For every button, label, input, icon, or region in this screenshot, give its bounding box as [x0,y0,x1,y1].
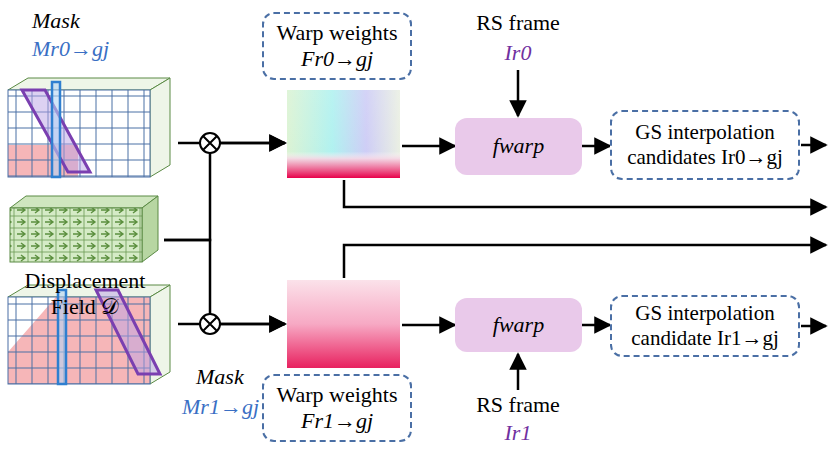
output-arrow [801,325,826,328]
node-title: Mask [196,364,244,390]
mask-grid: MaskMr0→gj [6,74,178,182]
connector [402,324,455,327]
connector [164,240,285,324]
warp-image [287,280,400,368]
node-title: Mask [32,8,80,34]
connector [164,143,285,240]
node-title: Warp weights [276,382,397,408]
input-arrow [517,354,520,390]
multiply-symbol [200,314,220,334]
warp-weights-image: Warp weightsFr1→gj [285,278,402,370]
output-arrow [344,180,826,207]
node-title: Displacement Field 𝒟 [2,268,168,321]
node-symbol: Fr1→gj [301,408,373,434]
label-box: Warp weightsFr0→gj [262,12,412,80]
connector [582,145,610,148]
warp-image [287,90,400,178]
node-title: Warp weights [276,20,397,46]
output-arrow [801,144,826,147]
label-box: Warp weightsFr1→gj [262,374,412,442]
node-title: fwarp [493,133,544,159]
output-box: GS interpolation candidates Ir0→gj [610,110,800,180]
connector [178,323,285,326]
input-arrow [517,70,520,116]
node-symbol: Mr0→gj [32,36,109,62]
process-box: fwarp [455,118,582,175]
mask-grid: MaskMr1→gj [6,280,178,390]
connector [402,145,455,148]
warp-weights-image: Warp weightsFr0→gj [285,88,402,180]
output-box: GS interpolation candidate Ir1→gj [610,295,800,357]
mask-grid [8,78,170,177]
node-symbol: Fr0→gj [301,46,373,72]
multiply-symbol [200,133,220,153]
node-title: GS interpolation candidates Ir0→gj [618,120,792,170]
frame-label: RS frame [458,10,578,36]
displacement-cube [10,196,158,262]
node-title: fwarp [493,312,544,338]
frame-label: RS frame [458,392,578,418]
connector [582,324,610,327]
node-title: GS interpolation candidate Ir1→gj [618,301,792,351]
frame-symbol: Ir0 [458,40,578,66]
process-box: fwarp [455,298,582,352]
displacement-field: Displacement Field 𝒟 [6,188,164,266]
output-arrow [344,245,826,278]
frame-symbol: Ir1 [458,420,578,446]
node-symbol: Mr1→gj [182,394,259,420]
warp-image [287,90,400,178]
